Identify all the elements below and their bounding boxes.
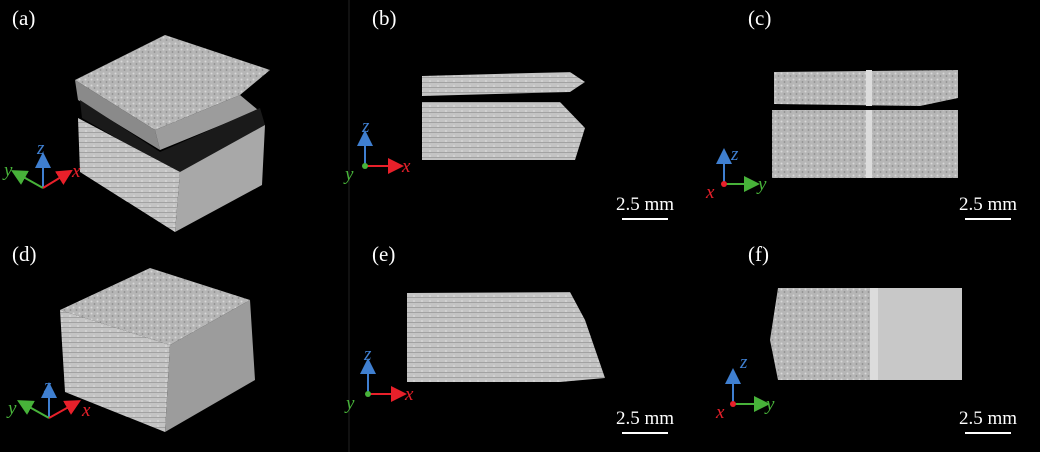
- scale-bar-label: 2.5 mm: [615, 408, 675, 429]
- axes-triad-f: x z y: [715, 352, 775, 423]
- scale-bar-c: 2.5 mm: [946, 194, 1030, 220]
- axis-label: x: [404, 384, 414, 405]
- axis-label: z: [361, 116, 370, 137]
- specimen-a: [75, 35, 270, 232]
- axis-label: z: [36, 138, 45, 159]
- axis-label: y: [764, 394, 775, 415]
- axis-label: x: [705, 182, 715, 203]
- scale-bar-line: [965, 432, 1011, 434]
- axis-label: x: [81, 400, 91, 421]
- panel-label-e: (e): [372, 242, 396, 266]
- scale-bar-f: 2.5 mm: [946, 408, 1030, 434]
- axes-triad-e: y z x: [344, 344, 414, 414]
- scale-bar-line: [965, 218, 1011, 220]
- axis-label: y: [6, 398, 17, 419]
- specimen-d: [60, 268, 255, 432]
- scale-bar-line: [622, 432, 668, 434]
- panel-label-a: (a): [12, 6, 36, 30]
- scale-bar-label: 2.5 mm: [615, 194, 675, 215]
- axis-label: z: [363, 344, 372, 365]
- axis-label: x: [715, 402, 725, 423]
- specimen-f: [770, 288, 962, 380]
- axes-triad-b: y z x: [343, 116, 411, 185]
- axis-label: x: [71, 161, 81, 182]
- specimen-c: [772, 70, 958, 178]
- axis-label: y: [756, 174, 767, 195]
- panel-label-f: (f): [748, 242, 769, 266]
- axis-label: x: [401, 156, 411, 177]
- scale-bar-label: 2.5 mm: [958, 408, 1018, 429]
- axes-triad-d: y z x: [6, 376, 91, 421]
- axes-triad-a: y z x: [2, 138, 81, 189]
- panel-label-b: (b): [372, 6, 397, 30]
- axis-label: z: [739, 352, 748, 373]
- axis-label: y: [343, 164, 354, 185]
- axis-label: z: [730, 144, 739, 165]
- panel-label-d: (d): [12, 242, 37, 266]
- axes-triad-c: x z y: [705, 144, 767, 203]
- panel-label-c: (c): [748, 6, 772, 30]
- specimen-b: [422, 72, 585, 160]
- axis-label: y: [344, 393, 355, 414]
- axis-label: y: [2, 160, 13, 181]
- axis-label: z: [43, 376, 52, 397]
- scale-bar-label: 2.5 mm: [958, 194, 1018, 215]
- specimen-e: [407, 292, 605, 382]
- scale-bar-b: 2.5 mm: [603, 194, 687, 220]
- scale-bar-e: 2.5 mm: [603, 408, 687, 434]
- scale-bar-line: [622, 218, 668, 220]
